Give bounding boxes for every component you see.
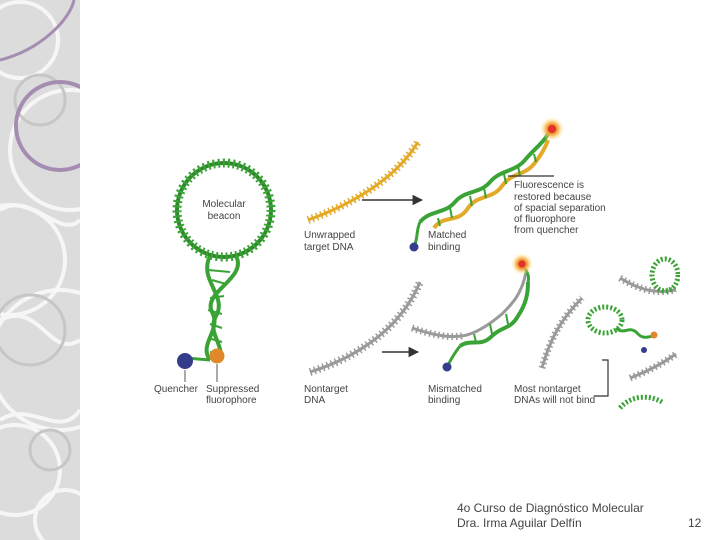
nontarget-dna-label-2: DNA: [304, 395, 325, 406]
quencher-ball: [177, 353, 193, 369]
molecular-beacon-diagram: Molecular beacon Quencher Suppressed flu…: [150, 110, 680, 410]
decorative-sidebar: [0, 0, 80, 540]
nontarget-dna-label: Nontarget: [304, 384, 348, 395]
unbound-fluorophore-ball: [651, 332, 658, 339]
fluorescence-restored-note-4: of fluorophore: [514, 214, 576, 225]
unwrapped-target-label: Unwrapped: [304, 230, 355, 241]
course-title: 4o Curso de Diagnóstico Molecular: [457, 501, 644, 516]
fluorescence-restored-note-3: of spacial separation: [514, 203, 606, 214]
sidebar-accent-arc: [0, 0, 74, 60]
molecular-beacon-label: Molecular: [202, 199, 246, 210]
suppressed-fluorophore-ball: [210, 349, 225, 364]
fluorescence-restored-note-1: Fluorescence is: [514, 180, 584, 191]
suppressed-fluorophore-label: Suppressed: [206, 384, 259, 395]
molecular-beacon-hairpin: Molecular beacon Quencher Suppressed flu…: [154, 163, 271, 406]
quencher-label: Quencher: [154, 384, 199, 395]
fluorescence-restored-note-5: from quencher: [514, 225, 579, 236]
matched-binding-label-2: binding: [428, 242, 460, 253]
most-nontarget-label: Most nontarget: [514, 384, 581, 395]
mismatched-fluorophore-ball: [519, 261, 526, 268]
suppressed-fluorophore-label-2: fluorophore: [206, 395, 257, 406]
mismatched-quencher-ball: [443, 363, 452, 372]
unwrapped-target-dna: Unwrapped target DNA: [304, 142, 418, 253]
most-nontarget-label-2: DNAs will not bind: [514, 395, 595, 406]
nontarget-dna: Nontarget DNA: [304, 282, 420, 406]
molecular-beacon-label-2: beacon: [208, 211, 241, 222]
mismatched-binding-label-2: binding: [428, 395, 460, 406]
author-name: Dra. Irma Aguilar Delfín: [457, 516, 644, 531]
unbound-quencher-ball: [641, 347, 647, 353]
unwrapped-target-label-2: target DNA: [304, 242, 354, 253]
matched-fluorophore-ball: [548, 125, 556, 133]
bracket-most-nontarget: [594, 360, 608, 396]
matched-quencher-ball: [410, 243, 419, 252]
slide-footer: 4o Curso de Diagnóstico Molecular Dra. I…: [457, 501, 644, 531]
mismatched-binding-label: Mismatched: [428, 384, 482, 395]
fluorescence-restored-note-2: restored because: [514, 192, 592, 203]
page-number: 12: [688, 516, 701, 530]
matched-binding-label: Matched: [428, 230, 466, 241]
sidebar-swirl-pattern: [0, 0, 80, 540]
